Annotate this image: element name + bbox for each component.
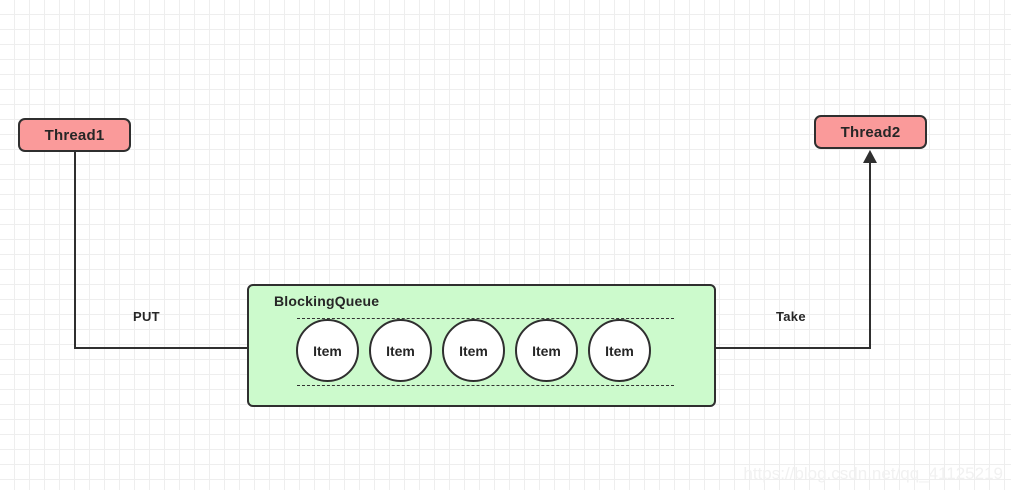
queue-item[interactable]: Item <box>442 319 505 382</box>
queue-rail-bottom-divider <box>297 385 674 386</box>
queue-item[interactable]: Item <box>369 319 432 382</box>
thread1-node[interactable]: Thread1 <box>18 118 131 152</box>
queue-item-label: Item <box>605 342 634 359</box>
queue-item[interactable]: Item <box>296 319 359 382</box>
queue-item-label: Item <box>459 342 488 359</box>
queue-item-label: Item <box>313 342 342 359</box>
thread2-label: Thread2 <box>840 123 901 141</box>
thread1-label: Thread1 <box>44 126 105 144</box>
blocking-queue-node[interactable]: BlockingQueue Item Item Item Item Item <box>247 284 716 407</box>
thread2-node[interactable]: Thread2 <box>814 115 927 149</box>
put-edge-label: PUT <box>133 309 160 324</box>
queue-item[interactable]: Item <box>588 319 651 382</box>
queue-item-label: Item <box>386 342 415 359</box>
queue-item-label: Item <box>532 342 561 359</box>
take-arrow-icon <box>863 150 877 163</box>
queue-item[interactable]: Item <box>515 319 578 382</box>
take-edge-vertical-segment <box>869 162 871 349</box>
queue-rail-top-divider <box>297 318 674 319</box>
put-edge-vertical-segment <box>74 150 76 349</box>
take-edge-label: Take <box>776 309 806 324</box>
put-edge-horizontal-segment <box>74 347 289 349</box>
watermark-text: https://blog.csdn.net/qq_41125219 <box>743 464 1003 483</box>
blocking-queue-title: BlockingQueue <box>274 293 380 309</box>
take-edge-horizontal-segment <box>648 347 871 349</box>
